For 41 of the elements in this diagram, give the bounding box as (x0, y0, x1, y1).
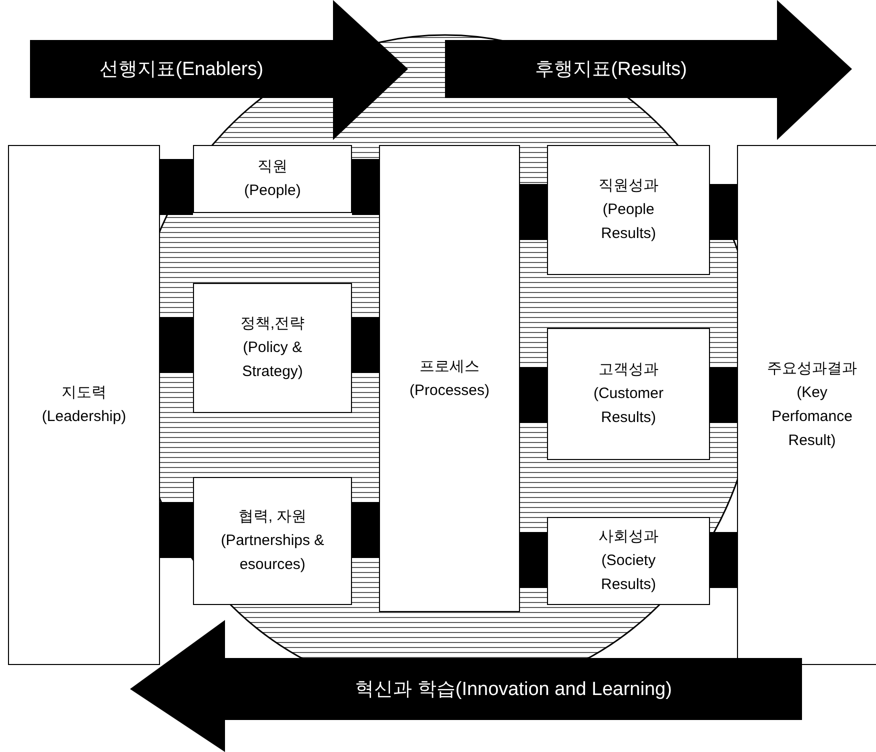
block-arrow (445, 0, 852, 140)
connector-bar (160, 159, 193, 215)
box-subtitle: (Key Perfomance Result) (770, 383, 854, 451)
connector-bar (710, 532, 737, 588)
box-subtitle: (Leadership) (42, 407, 126, 427)
box-heading: 프로세스 (420, 356, 480, 376)
box-subtitle: (Policy & Strategy) (241, 338, 304, 382)
criteria-box (193, 283, 352, 413)
box-subtitle: (People Results) (600, 200, 657, 244)
box-heading: 정책,전략 (240, 314, 305, 334)
box-subtitle: (Society Results) (600, 551, 657, 595)
box-subtitle: (People) (244, 181, 301, 201)
box-subtitle: (Customer Results) (592, 384, 664, 428)
box-heading: 직원성과 (598, 176, 658, 196)
block-arrow (30, 0, 408, 140)
criteria-box (547, 328, 710, 460)
criteria-box (193, 145, 352, 213)
box-subtitle: (Processes) (409, 380, 490, 400)
block-arrow (130, 620, 802, 752)
box-heading: 협력, 자원 (238, 507, 307, 527)
arrow-label: 후행지표(Results) (535, 58, 687, 82)
connector-bar (520, 532, 547, 588)
arrow-label: 혁신과 학습(Innovation and Learning) (355, 678, 672, 702)
box-heading: 주요성과결과 (767, 359, 857, 379)
criteria-box (193, 477, 352, 605)
criteria-box (8, 145, 160, 665)
box-heading: 직원 (258, 157, 288, 177)
arrow-label: 선행지표(Enablers) (100, 58, 264, 82)
criteria-box (547, 145, 710, 275)
connector-bar (160, 502, 193, 558)
connector-bar (710, 184, 737, 240)
criteria-box (379, 145, 520, 612)
criteria-box (547, 517, 710, 605)
criteria-box (737, 145, 876, 665)
box-subtitle: (Partnerships & esources) (220, 531, 326, 575)
connector-bar (352, 502, 379, 558)
box-heading: 지도력 (62, 383, 106, 403)
connector-bar (160, 317, 193, 373)
connector-bar (352, 317, 379, 373)
box-heading: 고객성과 (598, 360, 658, 380)
box-heading: 사회성과 (598, 527, 658, 547)
